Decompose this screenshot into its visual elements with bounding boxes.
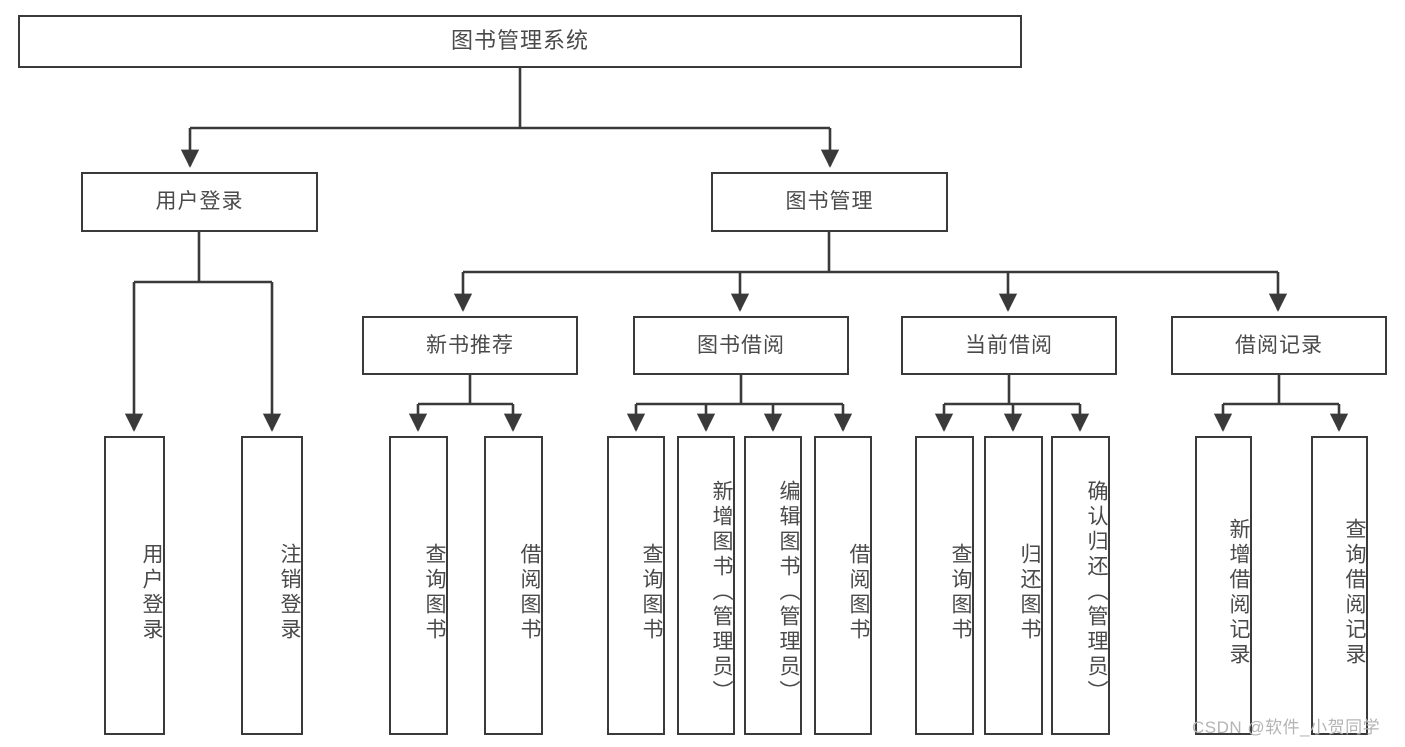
- node-leaf-return-book[interactable]: 归还图书: [984, 436, 1043, 735]
- node-user-login[interactable]: 用户登录: [81, 172, 318, 232]
- node-book-borrow[interactable]: 图书借阅: [633, 316, 849, 375]
- node-current-borrow[interactable]: 当前借阅: [901, 316, 1117, 375]
- node-leaf-confirm-return[interactable]: 确认归还（管理员）: [1051, 436, 1110, 735]
- node-leaf-logout-login[interactable]: 注销登录: [241, 436, 303, 735]
- node-leaf-query-book-2[interactable]: 查询图书: [607, 436, 665, 735]
- node-leaf-borrow-book-1[interactable]: 借阅图书: [484, 436, 543, 735]
- node-leaf-add-book[interactable]: 新增图书（管理员）: [677, 436, 735, 735]
- node-leaf-query-book-1[interactable]: 查询图书: [389, 436, 448, 735]
- node-leaf-user-login[interactable]: 用户登录: [104, 436, 165, 735]
- node-book-management[interactable]: 图书管理: [711, 172, 948, 232]
- node-leaf-edit-book[interactable]: 编辑图书（管理员）: [744, 436, 802, 735]
- node-leaf-query-book-3[interactable]: 查询图书: [915, 436, 974, 735]
- node-borrow-record[interactable]: 借阅记录: [1171, 316, 1387, 375]
- csdn-watermark: CSDN @软件_小贺同学: [1192, 718, 1381, 737]
- node-leaf-borrow-book-2[interactable]: 借阅图书: [814, 436, 872, 735]
- node-new-book-recommend[interactable]: 新书推荐: [362, 316, 578, 375]
- node-leaf-query-record[interactable]: 查询借阅记录: [1311, 436, 1368, 735]
- node-root[interactable]: 图书管理系统: [18, 15, 1022, 68]
- node-leaf-add-record[interactable]: 新增借阅记录: [1195, 436, 1252, 735]
